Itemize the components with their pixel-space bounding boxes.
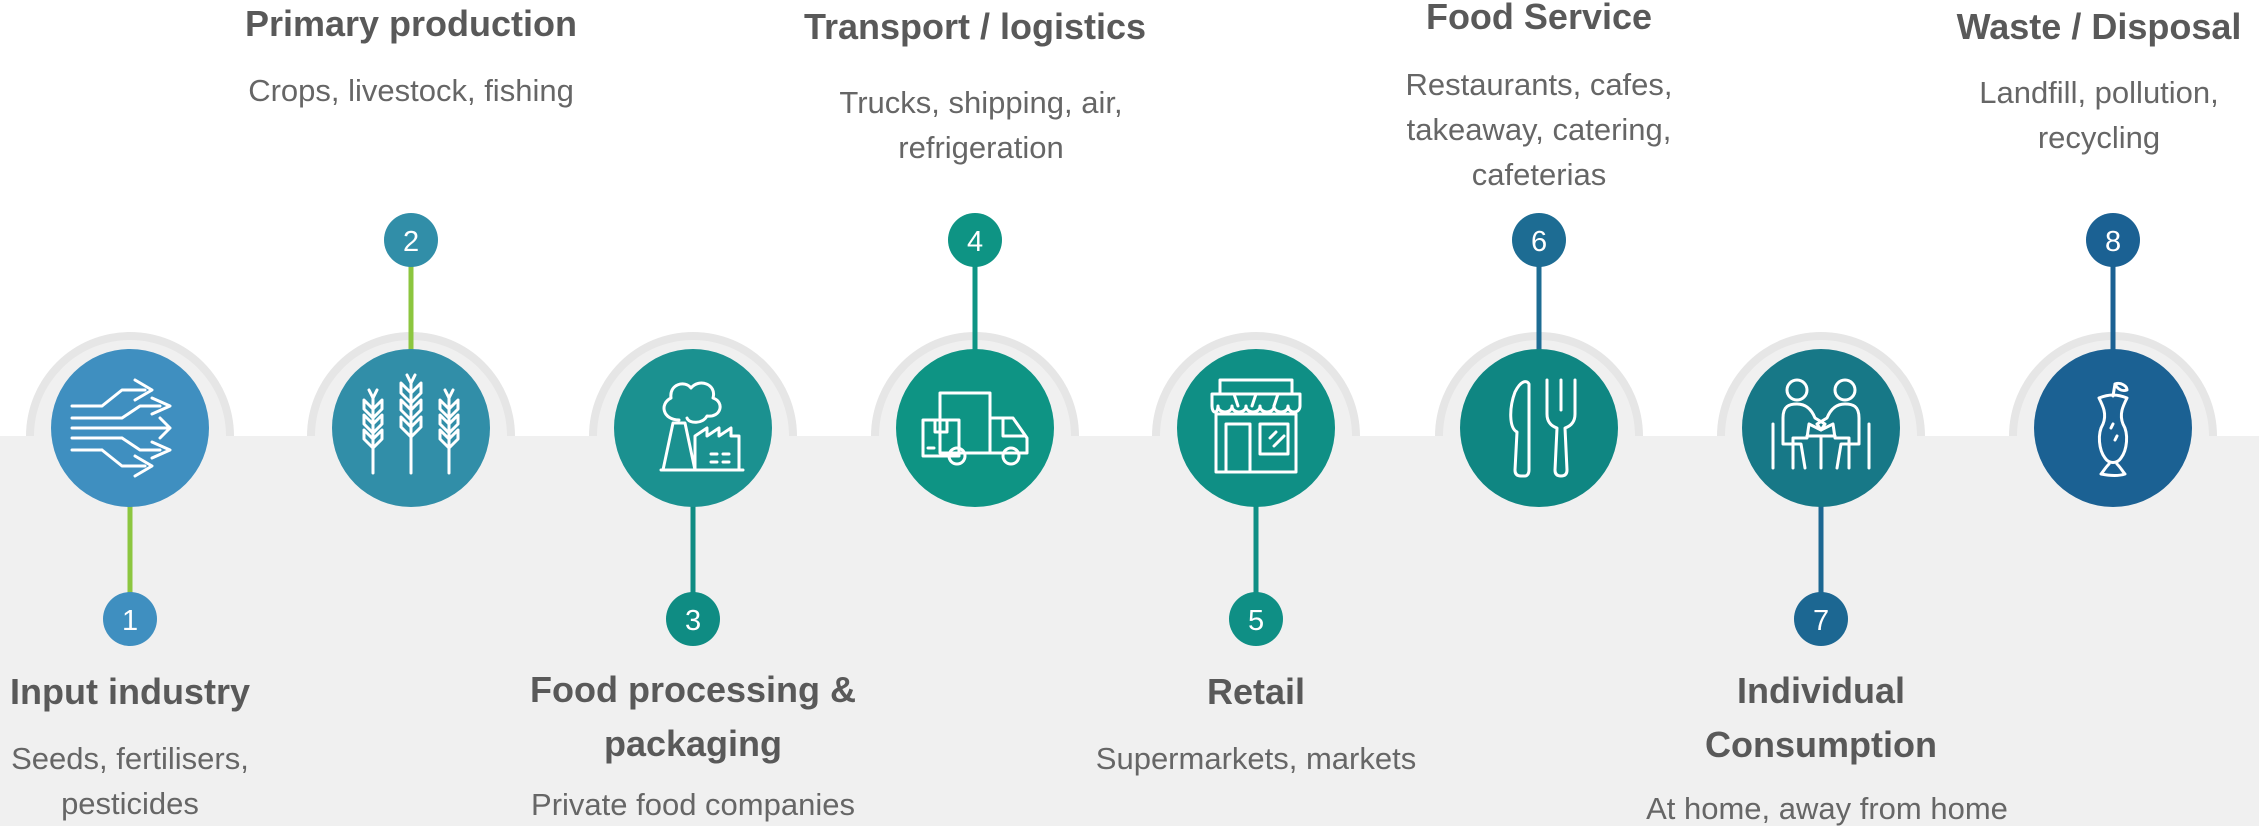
step-circle-8 <box>2034 349 2192 507</box>
step-number-4: 4 <box>967 226 983 258</box>
step-description-8: Landfill, pollution, recycling <box>1979 75 2219 155</box>
band-fill <box>0 340 2259 826</box>
step-circle-3 <box>614 349 772 507</box>
apple-core-icon <box>2097 382 2129 477</box>
number-badge-7: 7 <box>1794 592 1848 646</box>
step-title-5: Retail <box>1206 671 1306 712</box>
step-node-4 <box>896 349 1054 507</box>
step-node-2 <box>332 349 490 507</box>
step-description-3: Private food companies <box>531 787 855 822</box>
number-badge-6: 6 <box>1512 213 1566 267</box>
step-title-6: Food Service <box>1425 0 1653 37</box>
background-band <box>0 332 2259 826</box>
step-title-3: Food processing & packaging <box>529 669 857 764</box>
number-badge-1: 1 <box>103 592 157 646</box>
step-title-2: Primary production <box>244 3 578 44</box>
number-badges: 1 2 3 4 5 6 7 8 <box>103 213 2140 646</box>
step-circles <box>51 349 2192 507</box>
step-number-1: 1 <box>122 605 138 637</box>
step-title-1: Input industry <box>10 671 250 712</box>
arrows-icon <box>70 378 172 478</box>
dining-people-icon <box>1771 378 1871 470</box>
step-node-7 <box>1742 349 1900 507</box>
number-badge-4: 4 <box>948 213 1002 267</box>
step-description-1: Seeds, fertilisers, pesticides <box>11 741 249 821</box>
step-title-7: Individual Consumption <box>1705 670 1937 765</box>
truck-icon <box>921 391 1029 466</box>
step-circle-5 <box>1177 349 1335 507</box>
factory-icon <box>659 381 745 472</box>
number-badge-5: 5 <box>1229 592 1283 646</box>
step-title-4: Transport / logistics <box>803 6 1147 47</box>
step-number-7: 7 <box>1813 605 1829 637</box>
step-description-4: Trucks, shipping, air, refrigeration <box>839 85 1123 165</box>
number-badge-8: 8 <box>2086 213 2140 267</box>
step-description-5: Supermarkets, markets <box>1095 741 1417 776</box>
step-node-8 <box>2034 349 2192 507</box>
step-node-3 <box>614 349 772 507</box>
step-description-2: Crops, livestock, fishing <box>248 73 574 108</box>
cutlery-icon <box>1509 378 1577 478</box>
step-title-8: Waste / Disposal <box>1956 6 2242 47</box>
step-number-3: 3 <box>685 605 701 637</box>
number-badge-3: 3 <box>666 592 720 646</box>
step-node-1 <box>51 349 209 507</box>
step-number-8: 8 <box>2105 226 2121 258</box>
step-circle-4 <box>896 349 1054 507</box>
shop-icon <box>1210 378 1302 474</box>
number-badge-2: 2 <box>384 213 438 267</box>
step-node-5 <box>1177 349 1335 507</box>
step-description-6: Restaurants, cafes, takeaway, catering, … <box>1405 67 1673 192</box>
step-number-2: 2 <box>403 226 419 258</box>
wheat-icon <box>362 373 460 475</box>
step-number-6: 6 <box>1531 226 1547 258</box>
step-node-6 <box>1460 349 1618 507</box>
step-circle-6 <box>1460 349 1618 507</box>
step-number-5: 5 <box>1248 605 1264 637</box>
step-description-7: At home, away from home <box>1646 791 2008 826</box>
